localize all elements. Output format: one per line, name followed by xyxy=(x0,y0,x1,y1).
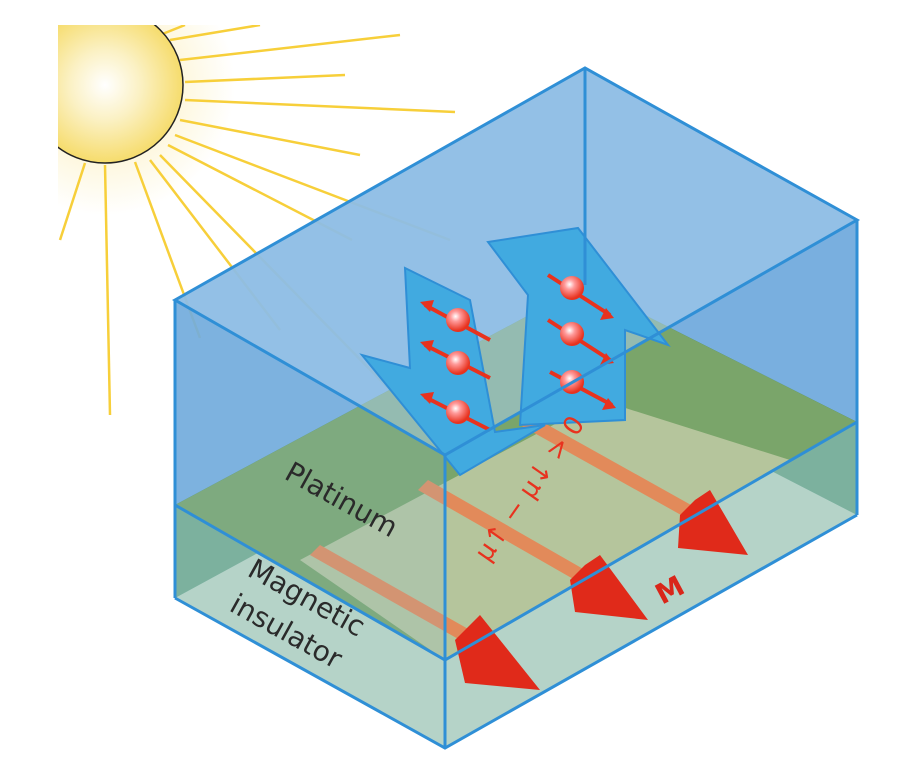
spin-current-arrow-down xyxy=(359,266,546,477)
insulator-front-left xyxy=(175,505,445,748)
magnetization-arrows xyxy=(455,490,748,690)
spin-accumulation-stripes xyxy=(310,415,700,640)
insulator-front-right xyxy=(445,422,857,748)
box-front-left-upper xyxy=(175,300,445,660)
platinum-lit-area xyxy=(300,400,790,660)
spin-current-arrow-up xyxy=(486,226,671,427)
sun-icon xyxy=(58,25,456,416)
box-edges xyxy=(171,66,861,750)
